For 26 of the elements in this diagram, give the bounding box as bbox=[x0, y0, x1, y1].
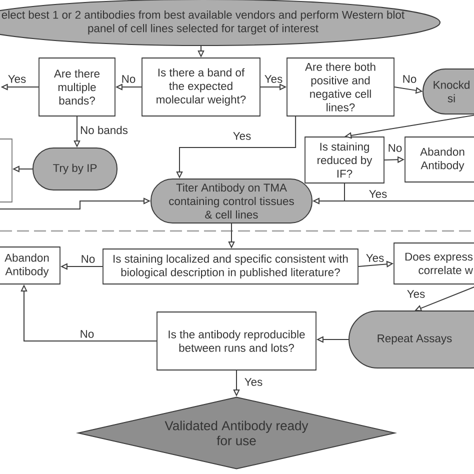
decision-box: Is staining reduced by IF? bbox=[304, 136, 384, 184]
process-box: Abandon Antibody bbox=[404, 136, 474, 182]
process-box: Abandon Antibody bbox=[0, 246, 60, 284]
decision-box: Are there both positive and negative cell lines? bbox=[286, 58, 394, 116]
edge-label: No bbox=[387, 143, 403, 153]
edge-label: Yes bbox=[232, 131, 252, 141]
edge-label: No bbox=[79, 329, 95, 339]
decision-box: Is the antibody reproducible between runs and lots? bbox=[156, 312, 316, 370]
rounded-process-box: Repeat Assays bbox=[348, 310, 474, 368]
edge-label: No bbox=[402, 74, 418, 84]
rounded-process-box: Knockd si bbox=[422, 68, 474, 114]
decision-box: Is there a band of the expected molecular weight? bbox=[142, 58, 260, 116]
rounded-process-box: Titer Antibody on TMA containing control tissues & cell lines bbox=[150, 178, 312, 224]
decision-box: Are there multiple bands? bbox=[38, 58, 116, 116]
edge-label: Yes bbox=[244, 377, 264, 387]
edge-label: No bands bbox=[79, 125, 129, 135]
edge-label: No bbox=[120, 74, 136, 84]
edge-label: Yes bbox=[406, 289, 426, 299]
decision-box: Is staining localized and specific consistent with biological description in published literature? bbox=[102, 248, 358, 284]
decision-box: Does express correlate w bbox=[394, 242, 474, 284]
edge-label: Yes bbox=[368, 189, 388, 199]
edge-label: Yes bbox=[365, 253, 385, 263]
edge-label: Yes bbox=[7, 74, 27, 84]
edge-label: Yes bbox=[264, 74, 284, 84]
edge-label: No bbox=[80, 254, 96, 264]
rounded-process-box: Try by IP bbox=[32, 148, 118, 190]
